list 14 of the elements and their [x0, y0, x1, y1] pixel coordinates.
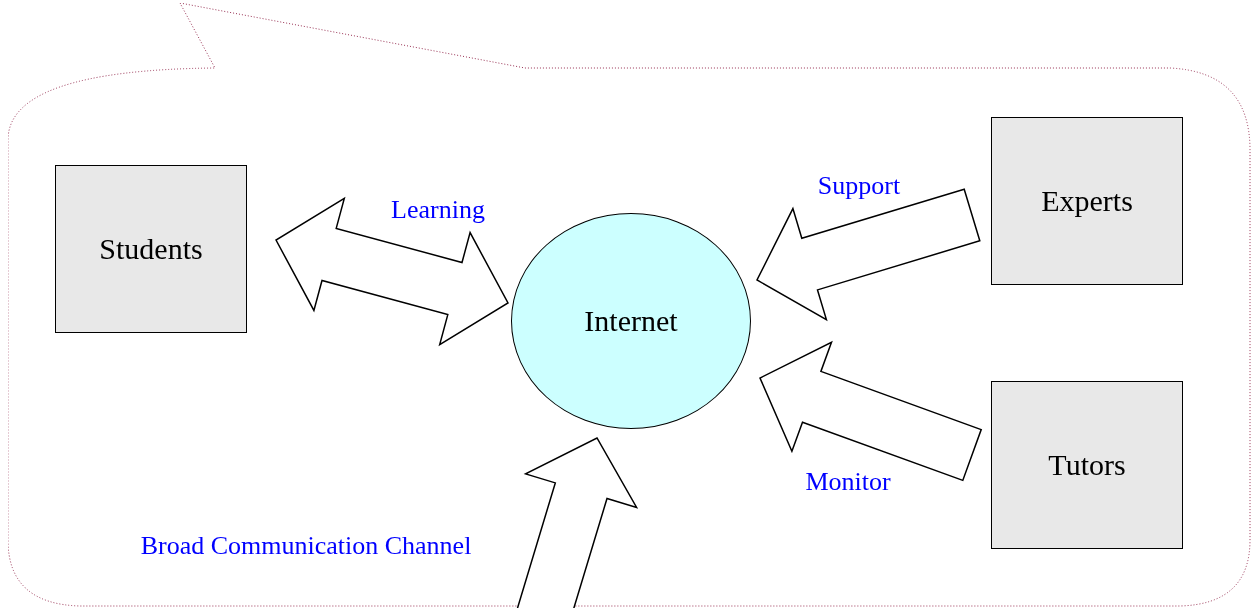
- block-arrow: [756, 188, 981, 322]
- node-label: Students: [99, 231, 203, 268]
- edge-label: Broad Communication Channel: [140, 533, 472, 559]
- edge-label: Monitor: [805, 469, 891, 495]
- node-label: Tutors: [1048, 447, 1126, 484]
- process-box: [991, 117, 1183, 285]
- node-label: Internet: [584, 303, 678, 340]
- process-box: [55, 165, 247, 333]
- node-label: Experts: [1041, 183, 1133, 220]
- edge-label: Learning: [391, 197, 485, 223]
- block-arrow: [759, 340, 983, 482]
- block-arrow: [275, 196, 509, 347]
- process-box: [991, 381, 1183, 549]
- edge-label: Support: [817, 173, 901, 199]
